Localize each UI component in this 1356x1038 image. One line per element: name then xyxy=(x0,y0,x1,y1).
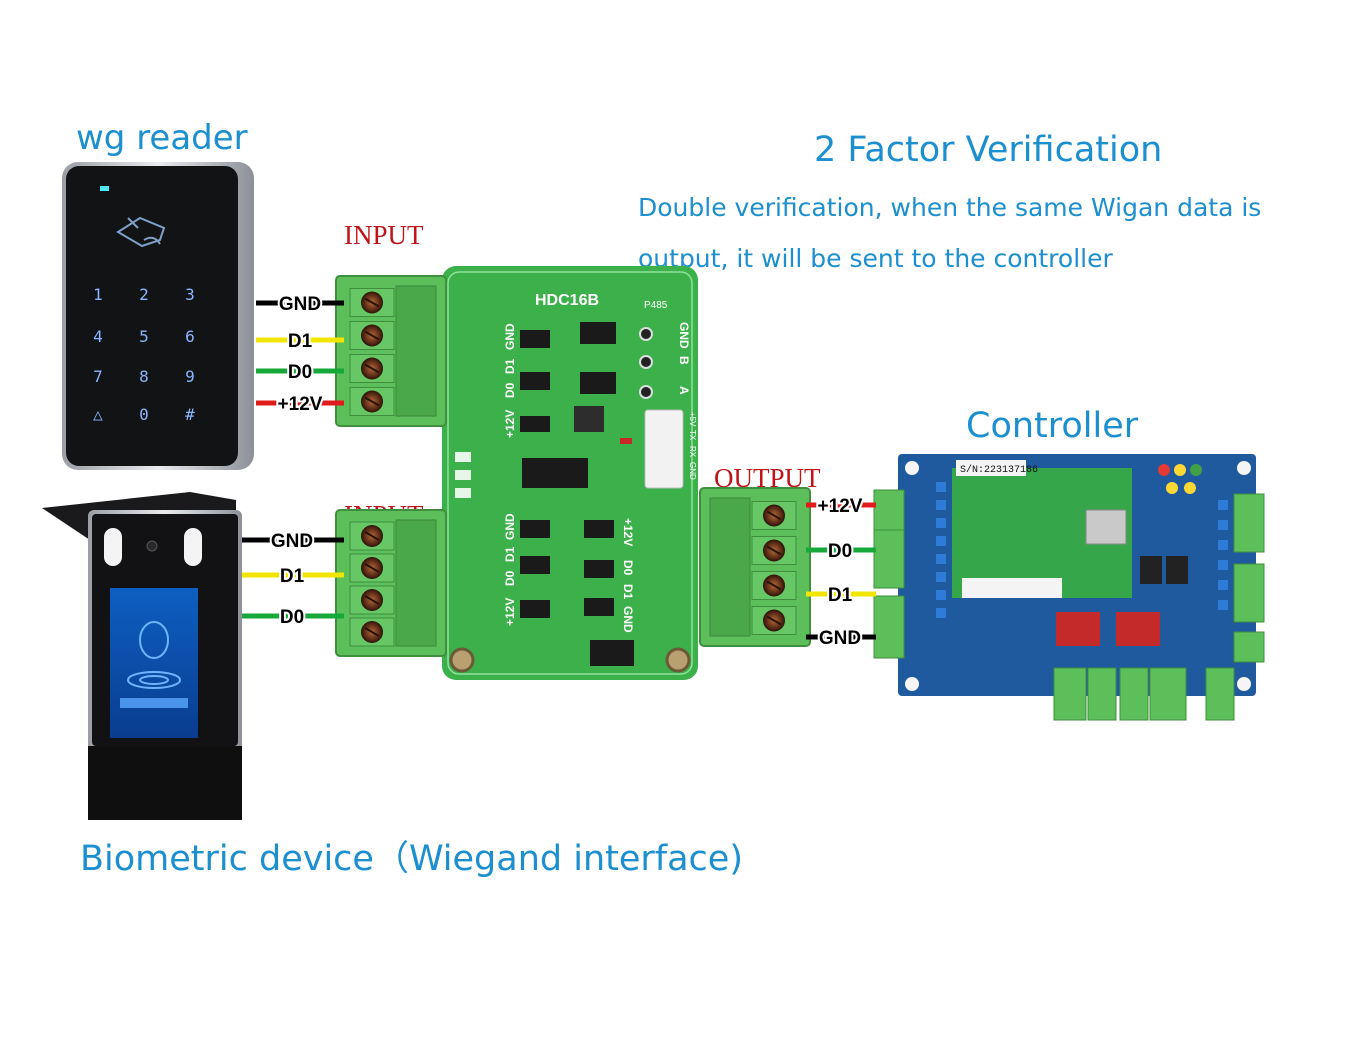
keypad-key: 4 xyxy=(93,327,103,346)
terminal-blocks xyxy=(335,275,811,657)
keypad-key: △ xyxy=(93,405,103,424)
wg-reader-device: 1 2 3 4 5 6 7 8 9 △ 0 # xyxy=(62,162,254,470)
header-pin-5v: +5V xyxy=(688,412,697,427)
wg-reader-title: wg reader xyxy=(76,118,248,158)
keypad-key: 1 xyxy=(93,285,103,304)
rs485-pin-b: B xyxy=(677,356,691,365)
keypad-key: 2 xyxy=(139,285,149,304)
reader-wire: +12V xyxy=(256,392,344,417)
wire-label: GND xyxy=(819,628,861,649)
mounting-holes xyxy=(449,647,691,673)
face-recognition-icon xyxy=(127,621,181,689)
keypad-key: 8 xyxy=(139,367,149,386)
header-pin-gnd: GND xyxy=(688,462,697,480)
wire-label: D1 xyxy=(280,566,305,587)
controller-board: S/N:223137186 xyxy=(873,454,1265,721)
left-sensor-icon xyxy=(104,528,122,566)
keypad-key: 5 xyxy=(139,327,149,346)
biometric-wire: GND xyxy=(242,529,344,554)
output-wire: D0 xyxy=(806,539,876,564)
rs485-pin-gnd: GND xyxy=(677,322,691,349)
face-screen xyxy=(110,588,198,738)
bottom-side-pin-12v: +12V xyxy=(503,598,517,626)
board-components xyxy=(520,322,634,666)
wire-label: GND xyxy=(279,294,321,315)
keypad: 1 2 3 4 5 6 7 8 9 △ 0 # xyxy=(93,285,195,424)
top-side-pin-d0: D0 xyxy=(503,382,517,398)
output-side-pin-d0: D0 xyxy=(621,560,635,576)
reader-wire: D1 xyxy=(256,329,344,354)
status-led-icon xyxy=(100,186,109,191)
reader-input-terminal xyxy=(335,275,447,427)
keypad-key: 0 xyxy=(139,405,149,424)
wire-label: D1 xyxy=(288,331,313,352)
bottom-side-pin-d0: D0 xyxy=(503,570,517,586)
relay-2 xyxy=(1116,612,1160,646)
keypad-key: # xyxy=(185,405,195,424)
card-wave-icon xyxy=(116,216,166,248)
bottom-side-pin-gnd: GND xyxy=(503,513,517,540)
ethernet-port xyxy=(1085,509,1127,545)
hdc16b-board: HDC16B P485 GND B A +5V TX RX GND xyxy=(442,266,698,680)
wire-label: GND xyxy=(271,531,313,552)
biometric-device-title: Biometric device（Wiegand interface) xyxy=(80,839,743,879)
top-side-pin-gnd: GND xyxy=(503,323,517,350)
header-pin-tx: TX xyxy=(688,430,697,441)
reader-wire: GND xyxy=(256,292,344,317)
right-sensor-icon xyxy=(184,528,202,566)
board-model-label: HDC16B xyxy=(535,292,599,309)
uart-header xyxy=(644,409,684,489)
biometric-input-terminal xyxy=(335,509,447,657)
output-wire: +12V xyxy=(806,494,876,519)
controller-title: Controller xyxy=(966,406,1139,446)
factor-title: 2 Factor Verification xyxy=(814,130,1163,170)
wire-label: D0 xyxy=(280,607,304,628)
wire-label: +12V xyxy=(818,496,863,517)
wire-label: D0 xyxy=(828,541,852,562)
factor-description-line2: output, it will be sent to the controlle… xyxy=(638,244,1113,273)
biometric-device xyxy=(42,492,242,820)
keypad-key: 6 xyxy=(185,327,195,346)
top-side-pin-d1: D1 xyxy=(503,358,517,374)
output-side-pin-d1: D1 xyxy=(621,584,635,600)
output-side-pin-12v: +12V xyxy=(621,518,635,546)
keypad-key: 7 xyxy=(93,367,103,386)
camera-icon xyxy=(146,540,158,552)
input-label-top: INPUT xyxy=(344,220,424,250)
biometric-wire: D1 xyxy=(242,564,344,589)
factor-description-line1: Double verification, when the same Wigan… xyxy=(638,193,1262,222)
top-side-pin-12v: +12V xyxy=(503,410,517,438)
bottom-side-pin-d1: D1 xyxy=(503,546,517,562)
output-wire: GND xyxy=(806,626,876,651)
controller-leds xyxy=(1158,464,1202,494)
output-terminal xyxy=(699,487,811,647)
output-wire: D1 xyxy=(806,583,876,608)
header-pin-rx: RX xyxy=(688,446,697,458)
rs485-header xyxy=(639,327,653,399)
p485-label: P485 xyxy=(644,300,668,311)
wire-label: D0 xyxy=(288,362,312,383)
controller-serial-label: S/N:223137186 xyxy=(960,464,1038,476)
relay-1 xyxy=(1056,612,1100,646)
wire-label: +12V xyxy=(278,394,323,415)
output-side-pin-gnd: GND xyxy=(621,606,635,633)
biometric-wire: D0 xyxy=(242,605,344,630)
wire-label: D1 xyxy=(828,585,853,606)
reader-wire: D0 xyxy=(256,360,344,385)
keypad-key: 9 xyxy=(185,367,195,386)
rs485-pin-a: A xyxy=(677,386,691,395)
keypad-key: 3 xyxy=(185,285,195,304)
